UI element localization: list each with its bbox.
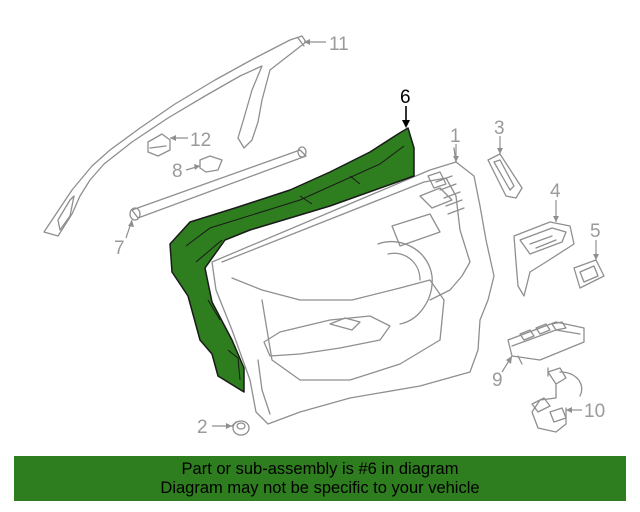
callout-9: 9 bbox=[492, 370, 503, 391]
callout-10: 10 bbox=[584, 401, 605, 422]
info-banner: Part or sub-assembly is #6 in diagram Di… bbox=[14, 456, 626, 501]
callout-11: 11 bbox=[329, 34, 349, 55]
callout-8: 8 bbox=[172, 161, 183, 182]
trim-bezel bbox=[487, 153, 523, 199]
callout-6: 6 bbox=[400, 87, 411, 108]
lamp-lens bbox=[573, 259, 605, 289]
water-deflector-highlight bbox=[169, 127, 415, 393]
callout-4: 4 bbox=[550, 181, 561, 202]
callout-12: 12 bbox=[190, 130, 211, 151]
callout-5: 5 bbox=[590, 221, 601, 242]
switch-module bbox=[507, 321, 585, 365]
leader-6 bbox=[402, 106, 410, 128]
banner-line-disclaimer: Diagram may not be specific to your vehi… bbox=[160, 479, 480, 497]
window-frame-molding bbox=[43, 35, 307, 237]
callout-3: 3 bbox=[494, 118, 505, 139]
push-pin-clip bbox=[231, 420, 250, 436]
callout-1: 1 bbox=[450, 126, 461, 147]
door-trim-panel bbox=[211, 147, 495, 425]
banner-line-part: Part or sub-assembly is #6 in diagram bbox=[181, 460, 459, 478]
retainer-clip bbox=[147, 133, 171, 157]
callout-2: 2 bbox=[197, 417, 208, 438]
clip bbox=[199, 155, 223, 173]
wiring-harness bbox=[531, 367, 583, 433]
callout-7: 7 bbox=[114, 238, 125, 259]
parts-diagram: 11 12 8 7 6 1 3 4 5 9 10 2 bbox=[43, 34, 605, 438]
belt-weatherstrip bbox=[129, 146, 307, 221]
pull-handle-housing bbox=[513, 221, 575, 297]
